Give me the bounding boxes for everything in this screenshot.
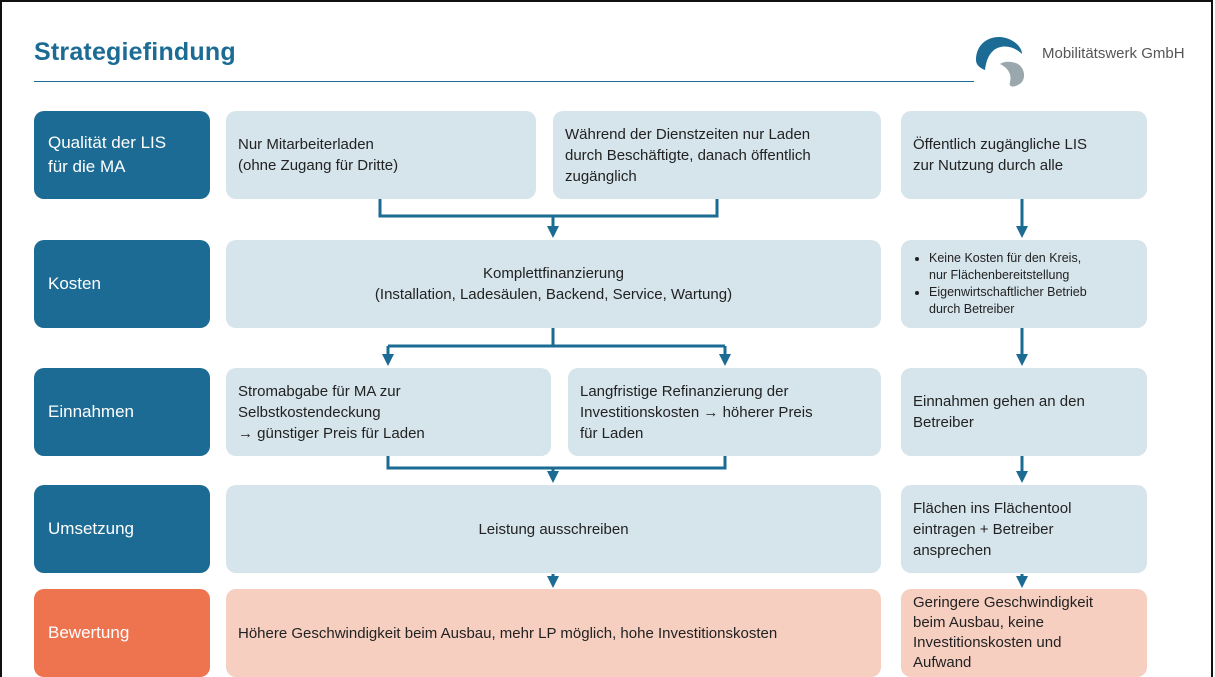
bewertung-right: Geringere Geschwindigkeit beim Ausbau, k… [901,589,1147,677]
title-underline [34,81,974,82]
company-logo-icon [976,36,1025,87]
row-label-qualitaet: Qualität der LIS für die MA [34,111,210,199]
einnahmen-stromabgabe: Stromabgabe für MA zur Selbstkostendecku… [226,368,551,456]
company-name: Mobilitätswerk GmbH [1042,45,1185,62]
umsetzung-flaechentool: Flächen ins Flächentool eintragen + Betr… [901,485,1147,573]
einnahmen-betreiber: Einnahmen gehen an den Betreiber [901,368,1147,456]
option-mitarbeiterladen: Nur Mitarbeiterladen (ohne Zugang für Dr… [226,111,536,199]
option-oeffentlich: Öffentlich zugängliche LIS zur Nutzung d… [901,111,1147,199]
kosten-bullet-2: Eigenwirtschaftlicher Betrieb durch Betr… [929,284,1087,318]
option-dienstzeiten: Während der Dienstzeiten nur Laden durch… [553,111,881,199]
row-label-bewertung: Bewertung [34,589,210,677]
kosten-right-box: Keine Kosten für den Kreis, nur Flächenb… [901,240,1147,328]
bewertung-main: Höhere Geschwindigkeit beim Ausbau, mehr… [226,589,881,677]
row-label-umsetzung: Umsetzung [34,485,210,573]
kosten-bullet-1: Keine Kosten für den Kreis, nur Flächenb… [929,250,1087,284]
page-title: Strategiefindung [34,38,236,66]
kosten-komplettfinanzierung: Komplettfinanzierung (Installation, Lade… [226,240,881,328]
umsetzung-ausschreiben: Leistung ausschreiben [226,485,881,573]
merge-connector-einnahmen [386,456,727,470]
row-label-einnahmen: Einnahmen [34,368,210,456]
merge-connector-qualitaet [378,198,719,218]
einnahmen-refinanzierung: Langfristige Refinanzierung der Investit… [568,368,881,456]
row-label-kosten: Kosten [34,240,210,328]
